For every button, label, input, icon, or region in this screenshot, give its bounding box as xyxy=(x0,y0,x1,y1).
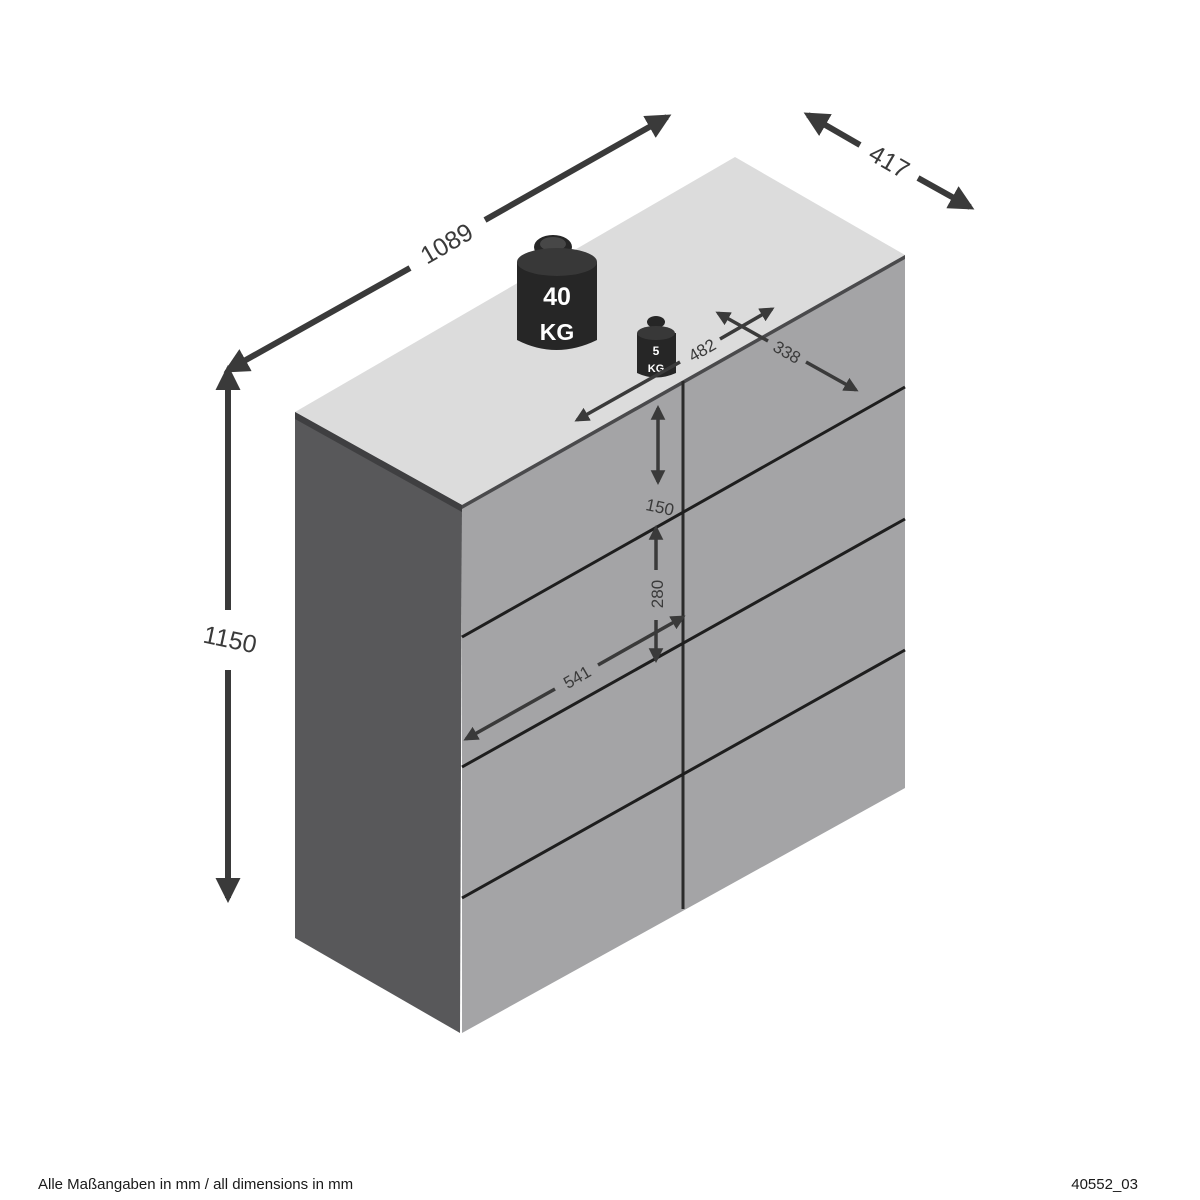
dimension-height: 1150 xyxy=(201,364,259,904)
height-label: 1150 xyxy=(201,621,259,660)
door-divider-line xyxy=(461,517,906,769)
width-label: 1089 xyxy=(416,218,478,270)
depth-arrow xyxy=(803,112,862,148)
door-height-label: 280 xyxy=(648,580,667,608)
depth-arrow xyxy=(916,175,975,210)
cabinet-side-panel xyxy=(295,412,462,1033)
inner-width-arrow xyxy=(719,307,775,341)
door-divider-line xyxy=(461,648,906,900)
weight-5kg-number: 5 xyxy=(653,344,660,358)
width-arrow xyxy=(223,265,412,373)
width-arrow xyxy=(483,114,672,223)
door-width-arrow xyxy=(463,687,556,741)
cabinet-top xyxy=(295,157,905,505)
dimension-door-height: 280 xyxy=(648,525,667,663)
weight-40kg-unit: KG xyxy=(540,319,575,345)
drawer-divider-line xyxy=(461,385,906,639)
dimension-depth: 417 xyxy=(803,112,975,210)
inner-depth-arrow xyxy=(805,360,859,392)
weight-5kg: 5 KG xyxy=(637,316,676,378)
article-code: 40552_03 xyxy=(1071,1176,1138,1193)
inner-width-arrow xyxy=(574,360,681,422)
depth-label: 417 xyxy=(864,139,914,184)
inner-depth-arrow xyxy=(715,311,769,343)
weight-40kg-number: 40 xyxy=(543,283,571,311)
cabinet xyxy=(295,157,906,1033)
weight-40kg: 40 KG xyxy=(517,235,597,350)
cabinet-top-edge xyxy=(295,412,462,512)
units-note: Alle Maßangaben in mm / all dimensions i… xyxy=(38,1176,354,1193)
door-width-arrow xyxy=(597,615,686,667)
